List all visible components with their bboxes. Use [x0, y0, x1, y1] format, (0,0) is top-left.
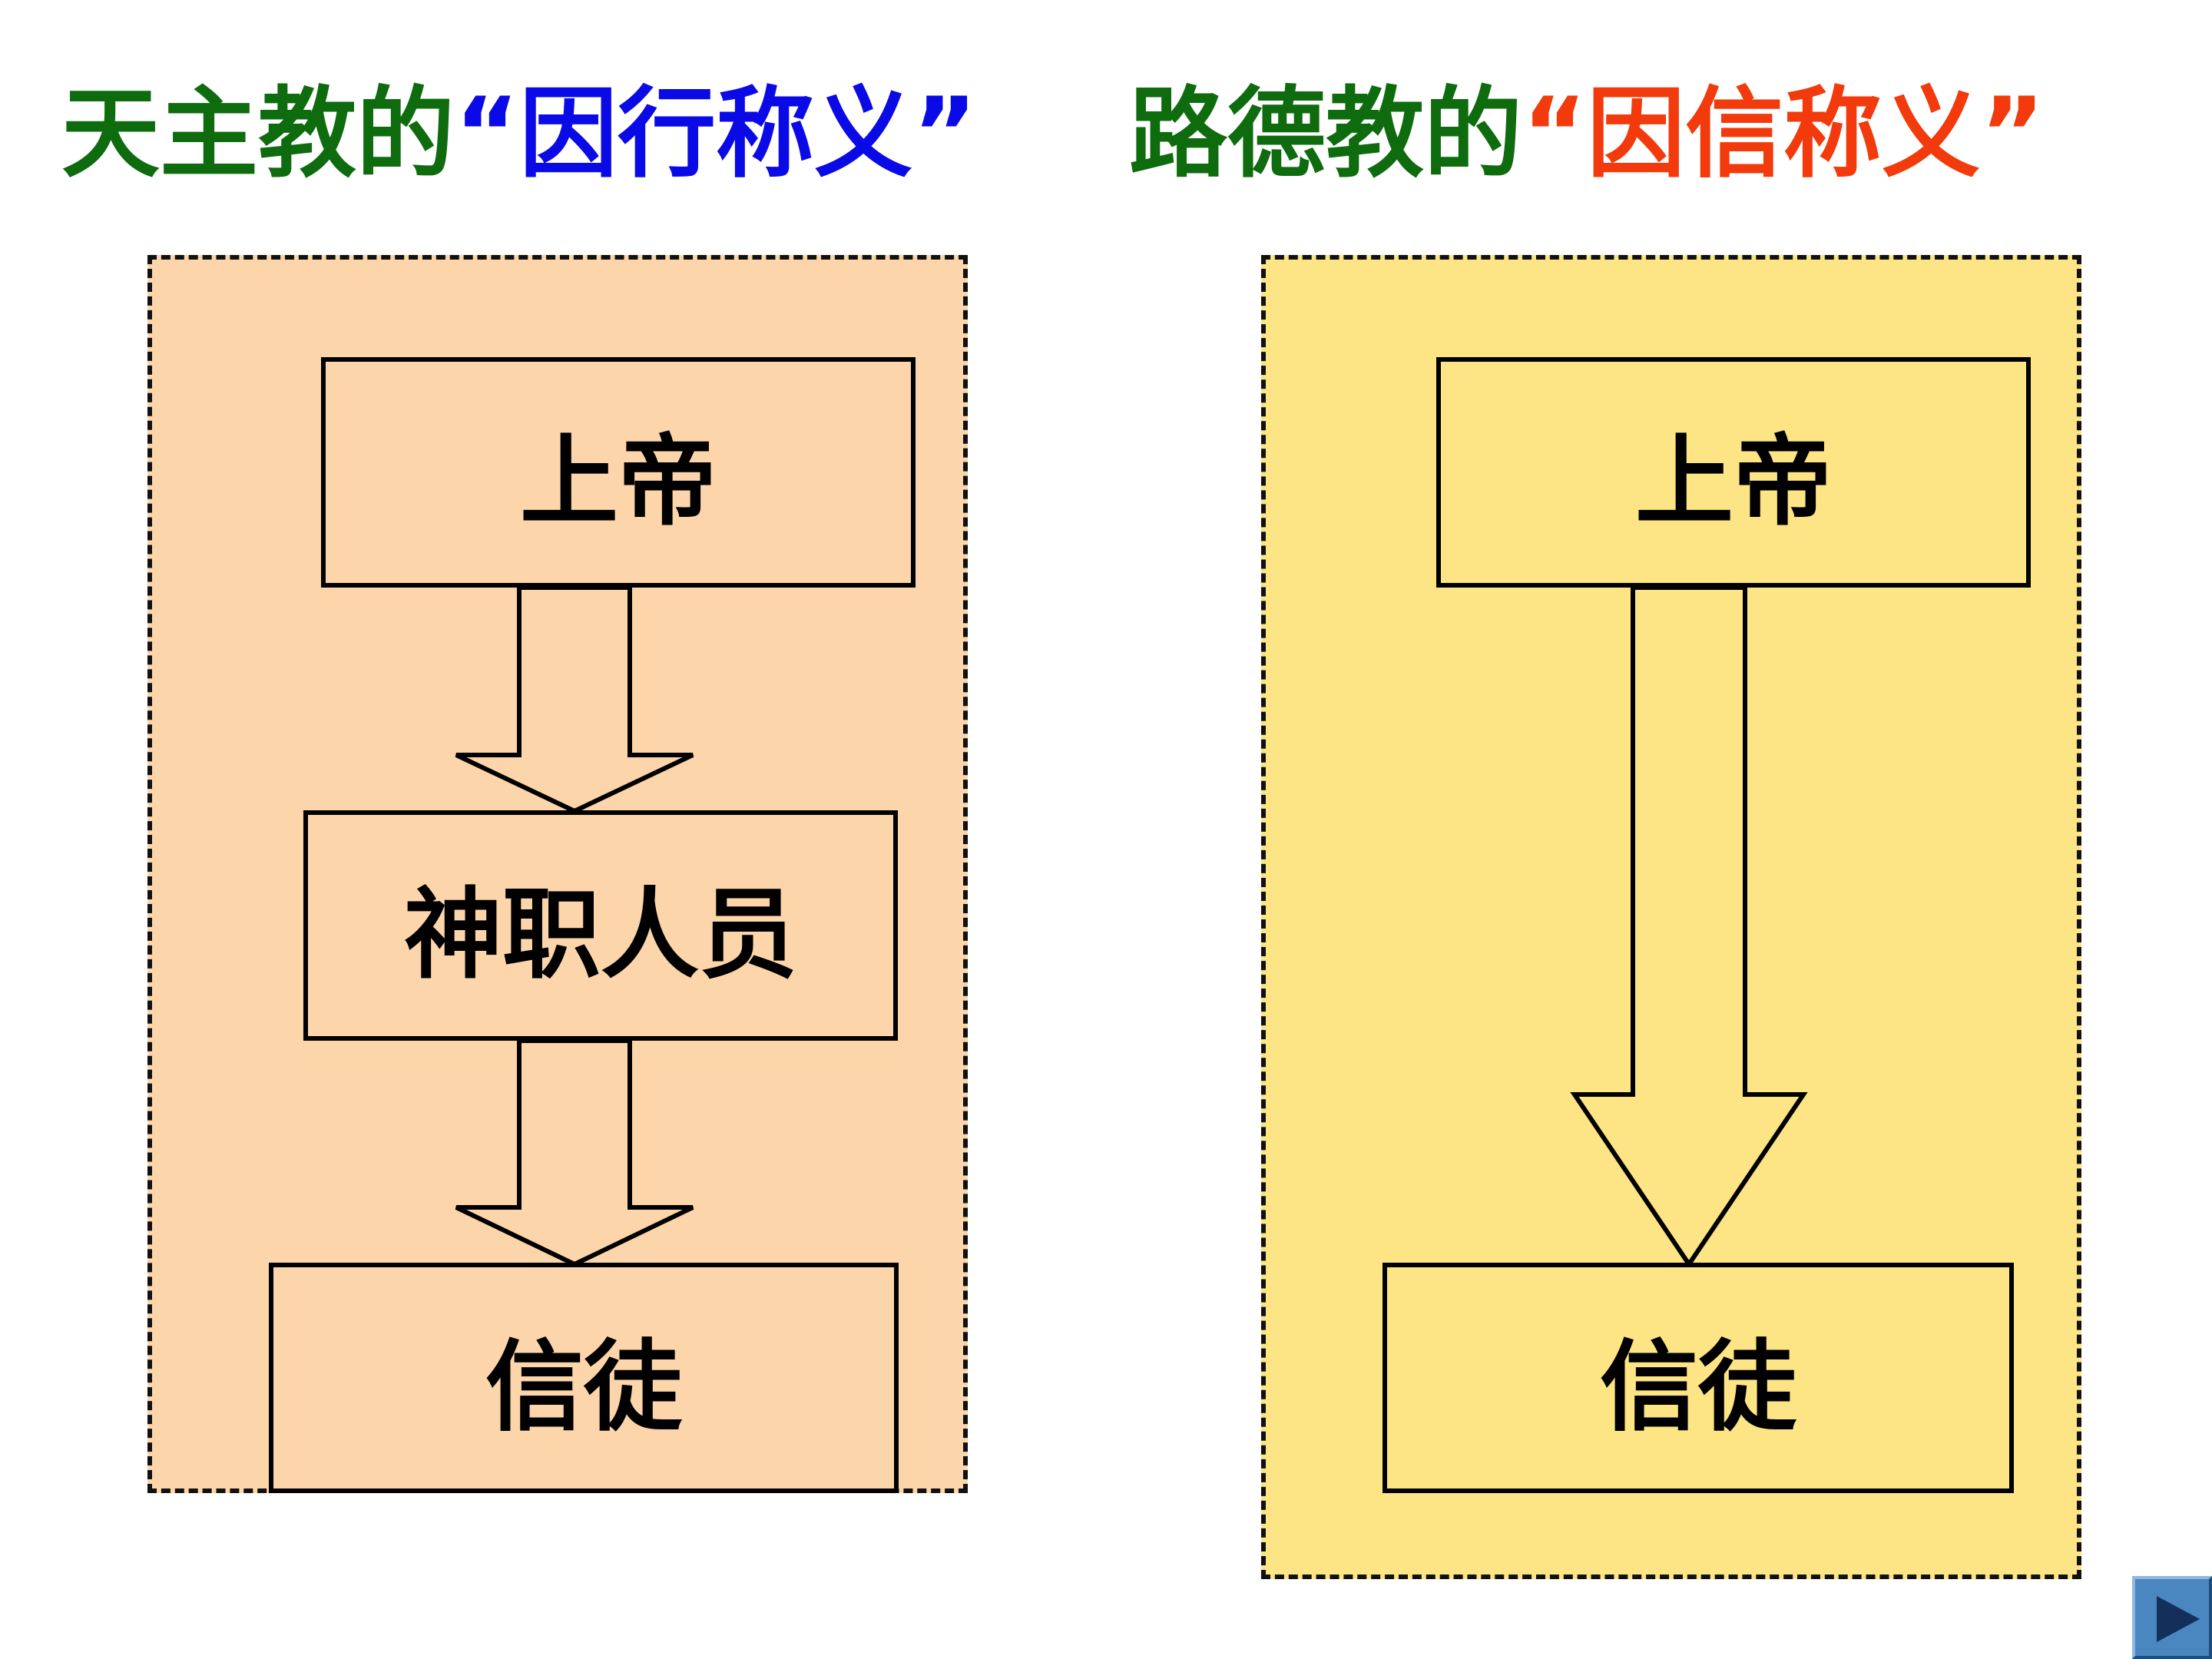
heading-lutheran-prefix: 路德教的 [1129, 77, 1523, 191]
node-clergy: 神职人员 [303, 810, 898, 1041]
node-god-lutheran: 上帝 [1436, 357, 2031, 588]
heading-lutheran-term: 因信称义 [1587, 77, 1981, 191]
heading-catholic-term: 因行称义 [519, 77, 913, 191]
heading-catholic-quote-open: “ [455, 77, 520, 191]
play-triangle-icon [2157, 1596, 2200, 1642]
node-believers-catholic: 信徒 [269, 1263, 899, 1493]
node-god-catholic: 上帝 [321, 357, 916, 588]
heading-lutheran-quote-open: “ [1522, 77, 1588, 191]
heading-lutheran: 路德教的“因信称义” [1129, 73, 2045, 196]
heading-catholic-prefix: 天主教的 [61, 77, 455, 191]
node-believers-lutheran: 信徒 [1382, 1263, 2014, 1493]
heading-lutheran-quote-close: ” [1980, 77, 2045, 191]
heading-catholic-quote-close: ” [912, 77, 978, 191]
heading-catholic: 天主教的“因行称义” [61, 73, 977, 196]
next-slide-button[interactable] [2132, 1576, 2212, 1659]
